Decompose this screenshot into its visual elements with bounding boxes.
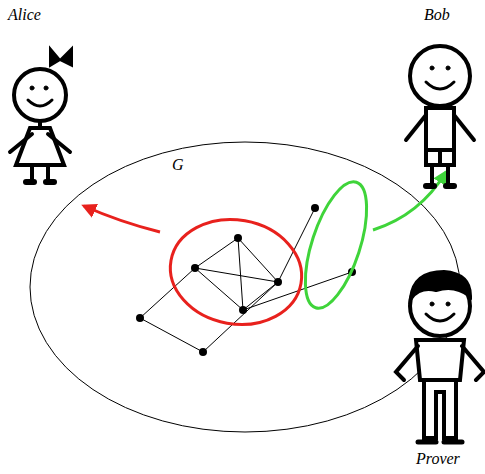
alice-figure [10,69,70,182]
prover-figure [396,272,484,442]
person-label: Prover [416,450,460,468]
graph-outline [30,142,460,432]
graph-vertices [136,204,356,356]
green-arrow [373,172,446,230]
bob-figure [406,46,474,186]
red-arrow [84,206,160,232]
person-label: Bob [424,6,450,24]
person-label: Alice [8,6,41,24]
red-subset [162,209,310,334]
graph-label: G [172,156,184,174]
alice-bow [50,48,72,66]
graph-edges [140,208,352,352]
green-subset [293,175,379,315]
